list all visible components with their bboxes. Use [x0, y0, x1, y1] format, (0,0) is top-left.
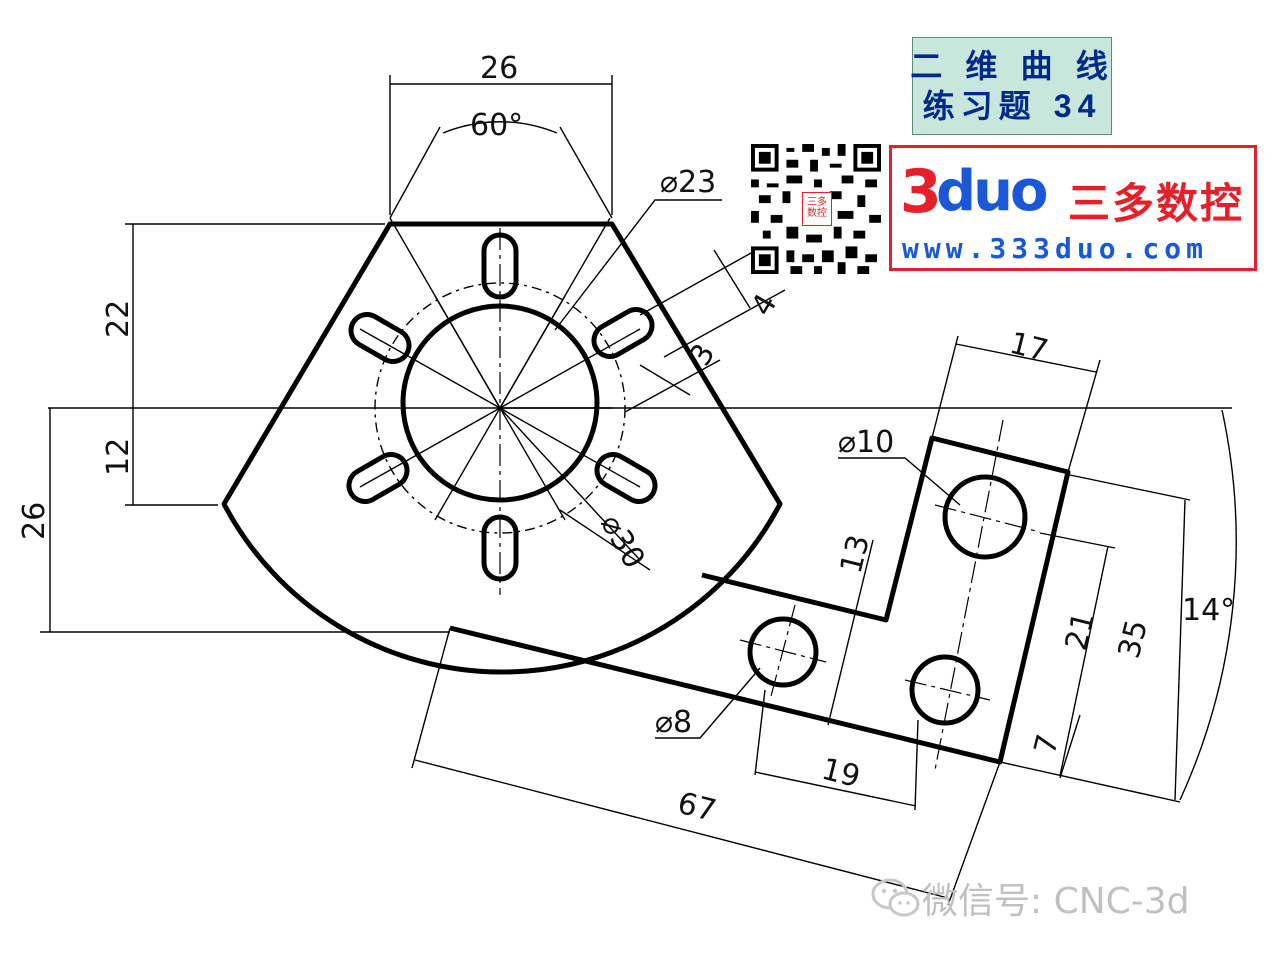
exercise-number: 34: [1053, 88, 1102, 124]
dim-dia-big-hole: ⌀10: [838, 425, 894, 460]
wechat-icon: [871, 878, 920, 917]
dimension-lines: [40, 75, 1237, 906]
slot-top: [481, 232, 519, 300]
slot-lower-left: [346, 452, 410, 504]
brand-logo-digit: 3: [900, 157, 942, 227]
dim-plate-width: 17: [1006, 326, 1052, 369]
title-prefix: 练习题: [922, 87, 1054, 125]
sector-outline: [221, 221, 783, 675]
wechat-id: 微信号: CNC-3d: [922, 881, 1190, 922]
pitch-circle: [374, 282, 626, 534]
dim-overall-67: 67: [674, 786, 720, 829]
dim-slot-length: 3: [683, 338, 723, 372]
dim-height-upper: 22: [101, 300, 136, 338]
dim-dia-small-hole: ⌀8: [655, 705, 692, 740]
plate-outline: [449, 435, 1071, 765]
dim-top-width: 26: [480, 51, 518, 86]
dim-edge-7: 7: [1028, 731, 1067, 758]
radial-lines: [359, 217, 641, 561]
dim-dia-inner: ⌀23: [660, 165, 716, 200]
hole-centers: [739, 504, 1041, 701]
slot-upper-left: [348, 312, 412, 364]
dim-height-total-left: 26: [17, 502, 52, 540]
title-line-1: 二 维 曲 线: [910, 47, 1114, 85]
dim-plate-length-35: 35: [1112, 616, 1155, 662]
dim-hole-spacing-21: 21: [1059, 608, 1102, 654]
center-hole: [400, 303, 600, 503]
dim-hole-spacing-19: 19: [818, 752, 864, 795]
slot-bottom: [481, 514, 519, 582]
brand-name: 三多数控: [1068, 179, 1245, 228]
plate-center-line: [934, 419, 1004, 771]
qr-badge: 三多数控: [802, 192, 832, 226]
slots: [346, 232, 658, 582]
lower-hole: [909, 654, 981, 726]
small-hole: [747, 616, 819, 688]
title-box: 二 维 曲 线 练习题 34: [910, 37, 1114, 135]
dim-tilt-angle: 14°: [1182, 593, 1235, 628]
title-line-2: 练习题 34: [923, 86, 1102, 126]
qr-code: [751, 144, 881, 274]
wechat-watermark: 微信号: CNC-3d: [870, 872, 1190, 924]
center-lines: [48, 228, 1232, 771]
dim-offset-13: 13: [834, 531, 877, 577]
slot-lower-right: [594, 452, 658, 504]
slot-upper-right: [591, 307, 655, 359]
brand-box: 3 duo 三多数控 www.333duo.com: [889, 145, 1257, 271]
dim-height-lower: 12: [101, 438, 136, 476]
dim-sector-angle: 60°: [470, 108, 523, 143]
big-hole: [942, 474, 1028, 560]
brand-url: www.333duo.com: [902, 232, 1209, 265]
brand-logo-word: duo: [936, 159, 1048, 224]
